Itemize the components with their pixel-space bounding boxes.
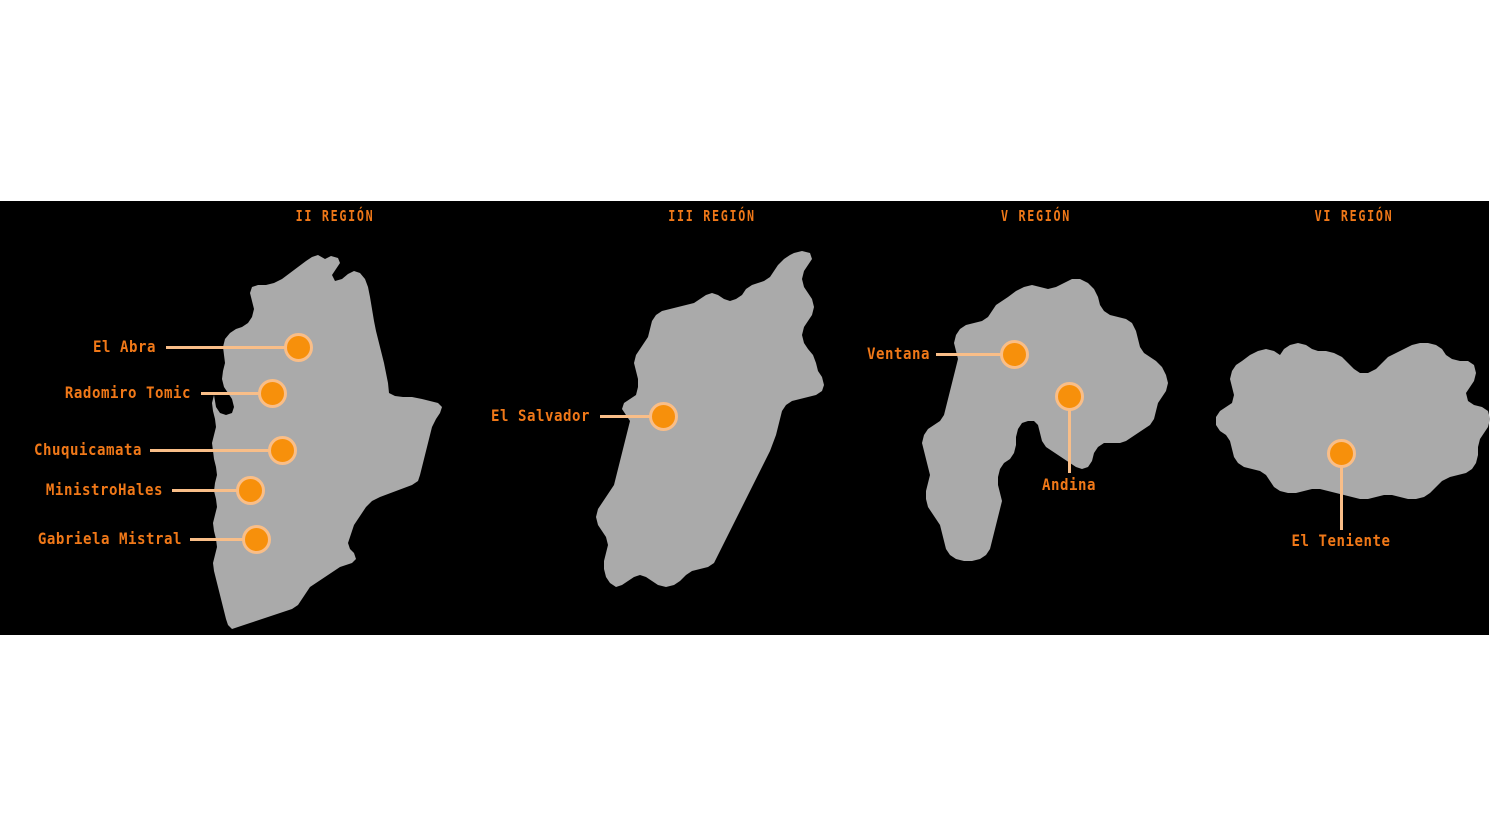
region-title-v: V REGIÓN: [1000, 207, 1072, 225]
connector-ventana: [936, 353, 1008, 356]
label-gabriela-mistral[interactable]: Gabriela Mistral: [37, 529, 183, 548]
connector-el-salvador: [600, 415, 654, 418]
region-title-vi: VI REGIÓN: [1314, 207, 1394, 225]
label-radomiro-tomic[interactable]: Radomiro Tomic: [64, 383, 191, 402]
label-ventana[interactable]: Ventana: [866, 344, 930, 363]
marker-ministrohales[interactable]: [236, 476, 265, 505]
connector-chuquicamata: [150, 449, 274, 452]
connector-el-abra: [166, 346, 290, 349]
label-el-teniente[interactable]: El Teniente: [1291, 531, 1391, 550]
region-shape-vi: [1216, 343, 1490, 499]
connector-el-teniente: [1340, 458, 1343, 530]
label-chuquicamata[interactable]: Chuquicamata: [33, 440, 142, 459]
map-canvas: II REGIÓN III REGIÓN V REGIÓN VI REGIÓN …: [0, 201, 1490, 635]
region-shape-iii: [596, 251, 824, 587]
marker-radomiro-tomic[interactable]: [258, 379, 287, 408]
label-andina[interactable]: Andina: [1041, 475, 1097, 494]
marker-el-teniente[interactable]: [1327, 439, 1356, 468]
label-el-salvador[interactable]: El Salvador: [490, 406, 590, 425]
marker-ventana[interactable]: [1000, 340, 1029, 369]
marker-el-abra[interactable]: [284, 333, 313, 362]
region-shape-v: [922, 279, 1168, 561]
connector-radomiro-tomic: [201, 392, 265, 395]
marker-andina[interactable]: [1055, 382, 1084, 411]
connector-andina: [1068, 401, 1071, 473]
connector-gabriela-mistral: [190, 538, 252, 541]
label-ministrohales[interactable]: MinistroHales: [45, 480, 163, 499]
connector-ministrohales: [172, 489, 244, 492]
region-title-iii: III REGIÓN: [668, 207, 756, 225]
label-el-abra[interactable]: El Abra: [92, 337, 156, 356]
region-title-ii: II REGIÓN: [295, 207, 375, 225]
marker-chuquicamata[interactable]: [268, 436, 297, 465]
marker-gabriela-mistral[interactable]: [242, 525, 271, 554]
marker-el-salvador[interactable]: [649, 402, 678, 431]
region-shape-ii: [212, 255, 442, 629]
